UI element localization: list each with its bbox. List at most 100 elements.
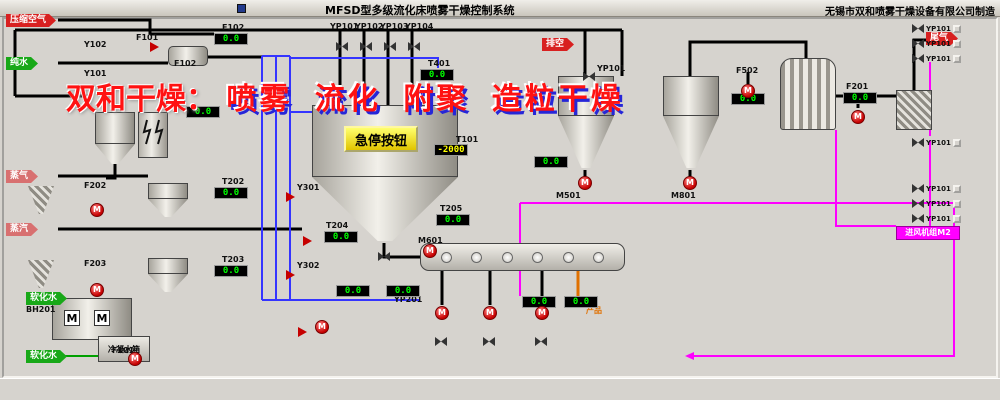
valve-icon[interactable] <box>303 236 312 246</box>
instrument-tag: T202 <box>222 177 245 186</box>
tank-bh201 <box>52 298 132 340</box>
valve-icon[interactable] <box>286 192 295 202</box>
supply-arrow: 蒸汽 <box>6 223 38 236</box>
instrument-tag: F102 <box>174 59 197 68</box>
pump-icon[interactable]: M <box>315 320 329 334</box>
value-display: 0.0 <box>214 33 248 45</box>
valve-icon[interactable] <box>408 36 420 51</box>
manufacturer-label: 无锡市双和喷雾干燥设备有限公司制造 <box>825 7 995 18</box>
fluid-bed-port <box>593 251 605 263</box>
fluid-bed-port <box>471 251 483 263</box>
instrument-tag: F102 <box>222 23 245 32</box>
value-display: 0.0 <box>186 106 220 118</box>
vessel-f102 <box>168 46 208 66</box>
valve-icon[interactable] <box>336 36 348 51</box>
pump-icon[interactable]: M <box>90 203 104 217</box>
instrument-tag: T205 <box>440 204 463 213</box>
valve-icon[interactable] <box>360 36 372 51</box>
value-display: 0.0 <box>336 285 370 297</box>
instrument-tag: Y301 <box>297 183 320 192</box>
value-display: 0.0 <box>420 69 454 81</box>
cyclone-right-1-body <box>558 76 614 116</box>
heater <box>138 112 168 158</box>
value-display: -2000 <box>434 144 468 156</box>
right-valve-row[interactable]: YP101 <box>912 138 961 147</box>
cyclone-3-body <box>148 258 188 274</box>
lightning-icon <box>142 119 164 145</box>
instrument-tag: M601 <box>418 236 443 245</box>
emergency-stop-button[interactable]: 急停按钮 <box>344 126 418 152</box>
value-display: 0.0 <box>564 296 598 308</box>
instrument-tag: T204 <box>326 221 349 230</box>
right-valve-label: YP101 <box>926 184 951 193</box>
valve-icon[interactable] <box>286 270 295 280</box>
cyclone-1-body <box>95 112 135 144</box>
right-valve-row[interactable]: YP101 <box>912 24 961 33</box>
right-valve-row[interactable]: YP101 <box>912 199 961 208</box>
valve-indicator <box>952 24 961 33</box>
supply-arrow: 纯水 <box>6 57 38 70</box>
instrument-tag: YP201 <box>394 295 423 304</box>
valve-icon[interactable] <box>150 42 159 52</box>
right-valve-label: YP101 <box>926 214 951 223</box>
pump-icon[interactable]: M <box>90 283 104 297</box>
instrument-tag: F201 <box>846 82 869 91</box>
right-valve-row[interactable]: YP101 <box>912 54 961 63</box>
supply-arrow: 蒸气 <box>6 170 38 183</box>
instrument-tag: T201 <box>164 97 187 106</box>
agitator-motor[interactable]: M <box>64 310 80 326</box>
pump-icon[interactable]: M <box>435 306 449 320</box>
instrument-tag: YP103 <box>380 22 409 31</box>
vent-flag: 尾气 <box>926 32 958 45</box>
instrument-tag: T401 <box>428 59 451 68</box>
spray-tower-body <box>312 105 458 177</box>
pump-icon[interactable]: M <box>128 352 142 366</box>
valve-icon[interactable] <box>535 331 547 346</box>
instrument-tag: F101 <box>112 346 135 355</box>
pump-icon[interactable]: M <box>578 176 592 190</box>
valve-icon[interactable] <box>384 36 396 51</box>
valve-icon[interactable] <box>583 66 595 81</box>
pump-icon[interactable]: M <box>483 306 497 320</box>
app-icon <box>237 4 246 13</box>
pump-icon[interactable]: M <box>683 176 697 190</box>
instrument-tag: YP101 <box>330 22 359 31</box>
pump-icon[interactable]: M <box>851 110 865 124</box>
valve-icon[interactable] <box>378 246 390 261</box>
right-valve-row[interactable]: YP101 <box>912 184 961 193</box>
pump-icon[interactable]: M <box>535 306 549 320</box>
instrument-tag: M501 <box>556 191 581 200</box>
value-display: 0.0 <box>386 285 420 297</box>
value-display: 0.0 <box>214 187 248 199</box>
instrument-tag: YP104 <box>405 22 434 31</box>
valve-indicator <box>952 214 961 223</box>
valve-indicator <box>952 54 961 63</box>
fluid-bed-port <box>501 251 513 263</box>
fluid-bed-port <box>440 251 452 263</box>
agitator-motor[interactable]: M <box>94 310 110 326</box>
instrument-tag: F101 <box>136 33 159 42</box>
instrument-tag: M801 <box>671 191 696 200</box>
fluid-bed-port <box>532 251 544 263</box>
cyclone-right-2-body <box>663 76 719 116</box>
pump-icon[interactable]: M <box>741 84 755 98</box>
valve-icon[interactable] <box>435 331 447 346</box>
fluid-bed-port <box>562 251 574 263</box>
bag-filter <box>896 90 932 130</box>
pump-icon[interactable]: M <box>423 244 437 258</box>
valve-icon[interactable] <box>298 327 307 337</box>
right-valve-row[interactable]: YP101 <box>912 39 961 48</box>
value-display: 0.0 <box>534 156 568 168</box>
instrument-tag: T101 <box>456 135 479 144</box>
instrument-tag: BH201 <box>26 305 56 314</box>
cyclone-2-body <box>148 183 188 199</box>
valve-indicator <box>952 184 961 193</box>
right-valve-label: YP101 <box>926 138 951 147</box>
supply-arrow: 压缩空气 <box>6 14 56 27</box>
valve-icon[interactable] <box>483 331 495 346</box>
title-bar: MFSD型多级流化床喷雾干燥控制系统 无锡市双和喷雾干燥设备有限公司制造 <box>0 0 1000 18</box>
instrument-tag: F202 <box>84 181 107 190</box>
right-valve-row[interactable]: YP101 <box>912 214 961 223</box>
instrument-tag: Y101 <box>84 69 107 78</box>
right-valve-label: YP101 <box>926 54 951 63</box>
